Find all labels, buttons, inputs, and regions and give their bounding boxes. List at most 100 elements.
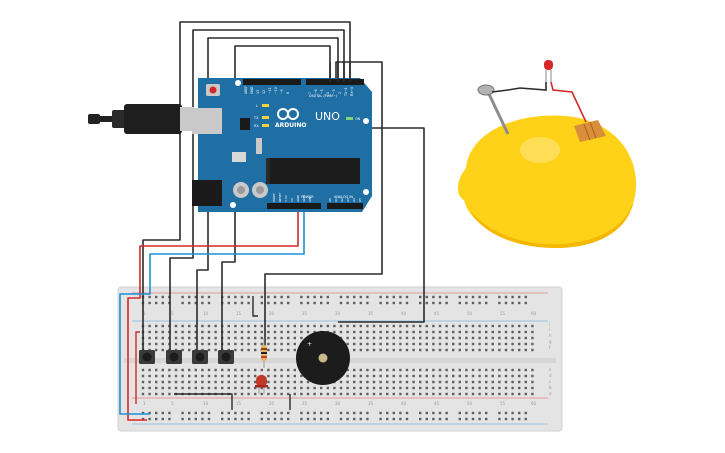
- wire-jumper-3[interactable]: [174, 393, 233, 410]
- breadboard-hole: [234, 330, 237, 334]
- breadboard-hole: [293, 368, 296, 372]
- breadboard-hole: [511, 342, 514, 346]
- breadboard-hole: [392, 417, 395, 421]
- lemon-led[interactable]: [544, 60, 553, 82]
- breadboard-hole: [392, 386, 395, 390]
- breadboard-hole: [333, 324, 336, 328]
- led[interactable]: [255, 375, 268, 394]
- breadboard-hole: [287, 386, 290, 390]
- breadboard-hole: [405, 417, 409, 421]
- breadboard-hole: [346, 342, 349, 346]
- breadboard-hole: [498, 411, 501, 415]
- push-button[interactable]: [166, 350, 182, 364]
- breadboard-hole: [458, 368, 461, 372]
- bb-col-label: 45: [434, 401, 440, 406]
- arduino-uno-board[interactable]: DIGITAL (PWM~) POWER ANALOG IN ARDUINO U…: [192, 78, 372, 212]
- wire-button-2[interactable]: [169, 29, 345, 350]
- breadboard-hole: [471, 301, 475, 305]
- breadboard-hole: [531, 324, 534, 328]
- piezo-buzzer[interactable]: +: [296, 331, 350, 385]
- breadboard-hole: [445, 342, 448, 346]
- breadboard-hole: [399, 301, 402, 305]
- breadboard-hole: [267, 417, 270, 421]
- wire-jumper-1[interactable]: [135, 331, 140, 404]
- breadboard-hole: [405, 386, 409, 390]
- push-button[interactable]: [192, 350, 208, 364]
- lemon-wire-red[interactable]: [550, 81, 587, 123]
- breadboard-hole: [511, 336, 514, 340]
- breadboard-hole: [485, 301, 488, 305]
- lemon-wire-black[interactable]: [491, 82, 547, 93]
- pin-label: 5V: [290, 197, 294, 202]
- breadboard-hole: [353, 392, 356, 396]
- breadboard-hole: [273, 374, 277, 378]
- wire-jumper-2[interactable]: [252, 296, 258, 317]
- breadboard-hole: [339, 392, 343, 396]
- breadboard-hole: [465, 324, 468, 328]
- breadboard-hole: [267, 368, 270, 372]
- breadboard-hole: [273, 417, 277, 421]
- resistor[interactable]: [261, 338, 267, 368]
- breadboard-hole: [267, 295, 270, 299]
- breadboard-hole: [432, 386, 435, 390]
- breadboard-hole: [174, 324, 178, 328]
- breadboard-hole: [379, 368, 382, 372]
- breadboard-hole: [438, 411, 442, 415]
- breadboard-hole: [386, 392, 389, 396]
- breadboard-hole: [247, 380, 250, 384]
- breadboard-hole: [346, 324, 349, 328]
- breadboard-hole: [194, 368, 197, 372]
- breadboard-hole: [366, 342, 369, 346]
- push-button[interactable]: [218, 350, 234, 364]
- breadboard-hole: [148, 411, 151, 415]
- tx-led-label: TX: [253, 116, 259, 120]
- breadboard-hole: [207, 368, 211, 372]
- breadboard-hole: [465, 336, 468, 340]
- breadboard-hole: [386, 374, 389, 378]
- breadboard-hole: [247, 417, 250, 421]
- breadboard-hole: [432, 295, 435, 299]
- breadboard-hole: [386, 380, 389, 384]
- breadboard-hole: [207, 342, 211, 346]
- wire-5v[interactable]: [127, 208, 299, 421]
- breadboard-hole: [438, 368, 442, 372]
- breadboard-hole: [458, 380, 461, 384]
- breadboard-hole: [346, 411, 349, 415]
- wire-led[interactable]: [264, 61, 383, 360]
- breadboard-hole: [379, 330, 382, 334]
- breadboard-hole: [511, 330, 514, 334]
- breadboard-hole: [518, 336, 521, 340]
- breadboard-holes: [141, 295, 534, 421]
- breadboard-hole: [511, 368, 514, 372]
- breadboard-hole: [366, 411, 369, 415]
- breadboard-hole: [458, 374, 461, 378]
- breadboard-hole: [458, 324, 461, 328]
- lemon-battery[interactable]: [457, 60, 637, 248]
- breadboard-hole: [392, 348, 395, 352]
- breadboard-hole: [359, 330, 362, 334]
- push-button[interactable]: [139, 350, 155, 364]
- breadboard-hole: [478, 295, 481, 299]
- zinc-nail: [477, 84, 510, 135]
- breadboard-hole: [273, 368, 277, 372]
- breadboard-hole: [313, 417, 316, 421]
- breadboard-hole: [280, 392, 283, 396]
- breadboard-hole: [511, 324, 514, 328]
- breadboard-hole: [471, 348, 475, 352]
- breadboard-hole: [386, 368, 389, 372]
- breadboard-hole: [201, 417, 204, 421]
- breadboard-hole: [491, 386, 494, 390]
- wire-buzzer[interactable]: [338, 127, 425, 323]
- breadboard-hole: [161, 386, 164, 390]
- breadboard-hole: [379, 392, 382, 396]
- wire-gnd[interactable]: [119, 208, 305, 415]
- breadboard-hole: [293, 336, 296, 340]
- breadboard-hole: [419, 330, 422, 334]
- breadboard-hole: [300, 324, 303, 328]
- breadboard-hole: [155, 336, 158, 340]
- breadboard-hole: [379, 324, 382, 328]
- breadboard-hole: [247, 342, 250, 346]
- breadboard-hole: [168, 380, 171, 384]
- breadboard-hole: [207, 417, 211, 421]
- breadboard-hole: [267, 342, 270, 346]
